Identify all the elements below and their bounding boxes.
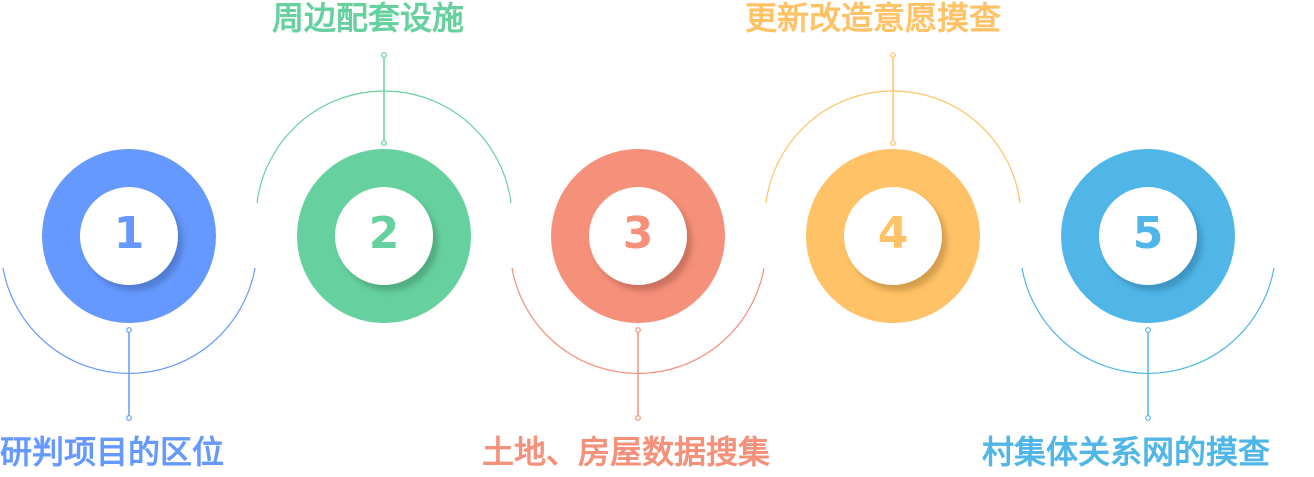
step-2-connector-dot-top <box>381 52 387 58</box>
step-3-number: 3 <box>622 208 654 259</box>
step-5-inner-circle <box>1099 187 1197 285</box>
step-4 <box>765 52 1021 323</box>
step-2 <box>256 52 512 323</box>
step-1-inner-circle <box>80 187 178 285</box>
step-4-connector-dot-top <box>890 52 896 58</box>
step-2-inner-circle <box>335 187 433 285</box>
step-3-label: 土地、房屋数据搜集 <box>482 433 771 471</box>
step-3-inner-circle <box>589 187 687 285</box>
step-2-connector-dot-bottom <box>381 140 387 146</box>
step-3 <box>511 149 765 421</box>
step-5-connector-dot-bottom <box>1145 415 1151 421</box>
step-5-connector-dot-top <box>1145 327 1151 333</box>
step-1-number: 1 <box>113 208 145 259</box>
step-5-label: 村集体关系网的摸查 <box>982 433 1271 471</box>
step-1-connector-dot-top <box>126 327 132 333</box>
step-1 <box>2 149 256 421</box>
step-2-label: 周边配套设施 <box>272 0 465 37</box>
step-1-label: 研判项目的区位 <box>0 433 225 471</box>
step-1-connector-dot-bottom <box>126 415 132 421</box>
step-3-connector-dot-top <box>635 327 641 333</box>
step-5 <box>1021 149 1275 421</box>
step-4-label: 更新改造意愿摸查 <box>745 0 1002 37</box>
step-5-number: 5 <box>1132 208 1164 259</box>
step-2-number: 2 <box>368 208 400 259</box>
step-4-inner-circle <box>844 187 942 285</box>
step-4-number: 4 <box>877 208 909 259</box>
step-3-connector-dot-bottom <box>635 415 641 421</box>
step-4-connector-dot-bottom <box>890 140 896 146</box>
